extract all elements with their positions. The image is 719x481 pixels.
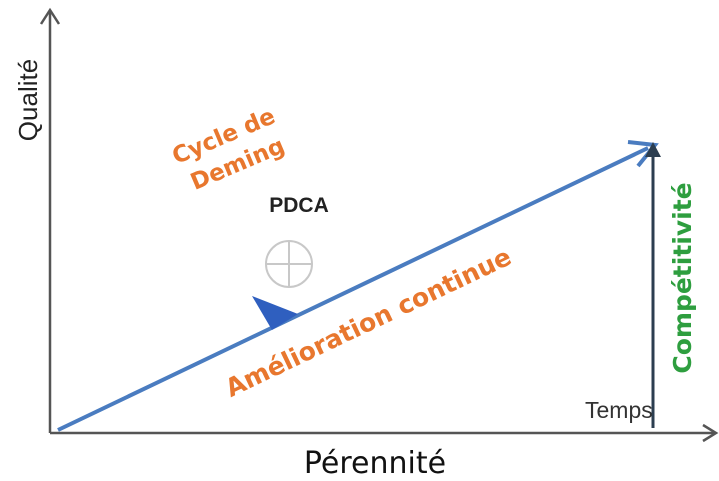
y-axis-arrowhead — [39, 7, 61, 25]
temps-label: Temps — [585, 397, 653, 423]
progress-arrow — [57, 146, 649, 432]
wedge-icon — [252, 296, 298, 330]
x-axis-arrowhead — [702, 423, 719, 443]
pdca-label: PDCA — [269, 194, 329, 217]
pdca-wheel-icon — [265, 240, 313, 288]
progress-arrowhead — [627, 140, 659, 168]
y-axis-label: Qualité — [13, 59, 43, 141]
competitivite-arrowhead — [645, 142, 661, 157]
deming-label: Cycle de Deming — [169, 103, 289, 195]
x-axis-label: Pérennité — [304, 446, 446, 481]
competitivite-label: Compétitivité — [668, 182, 697, 373]
